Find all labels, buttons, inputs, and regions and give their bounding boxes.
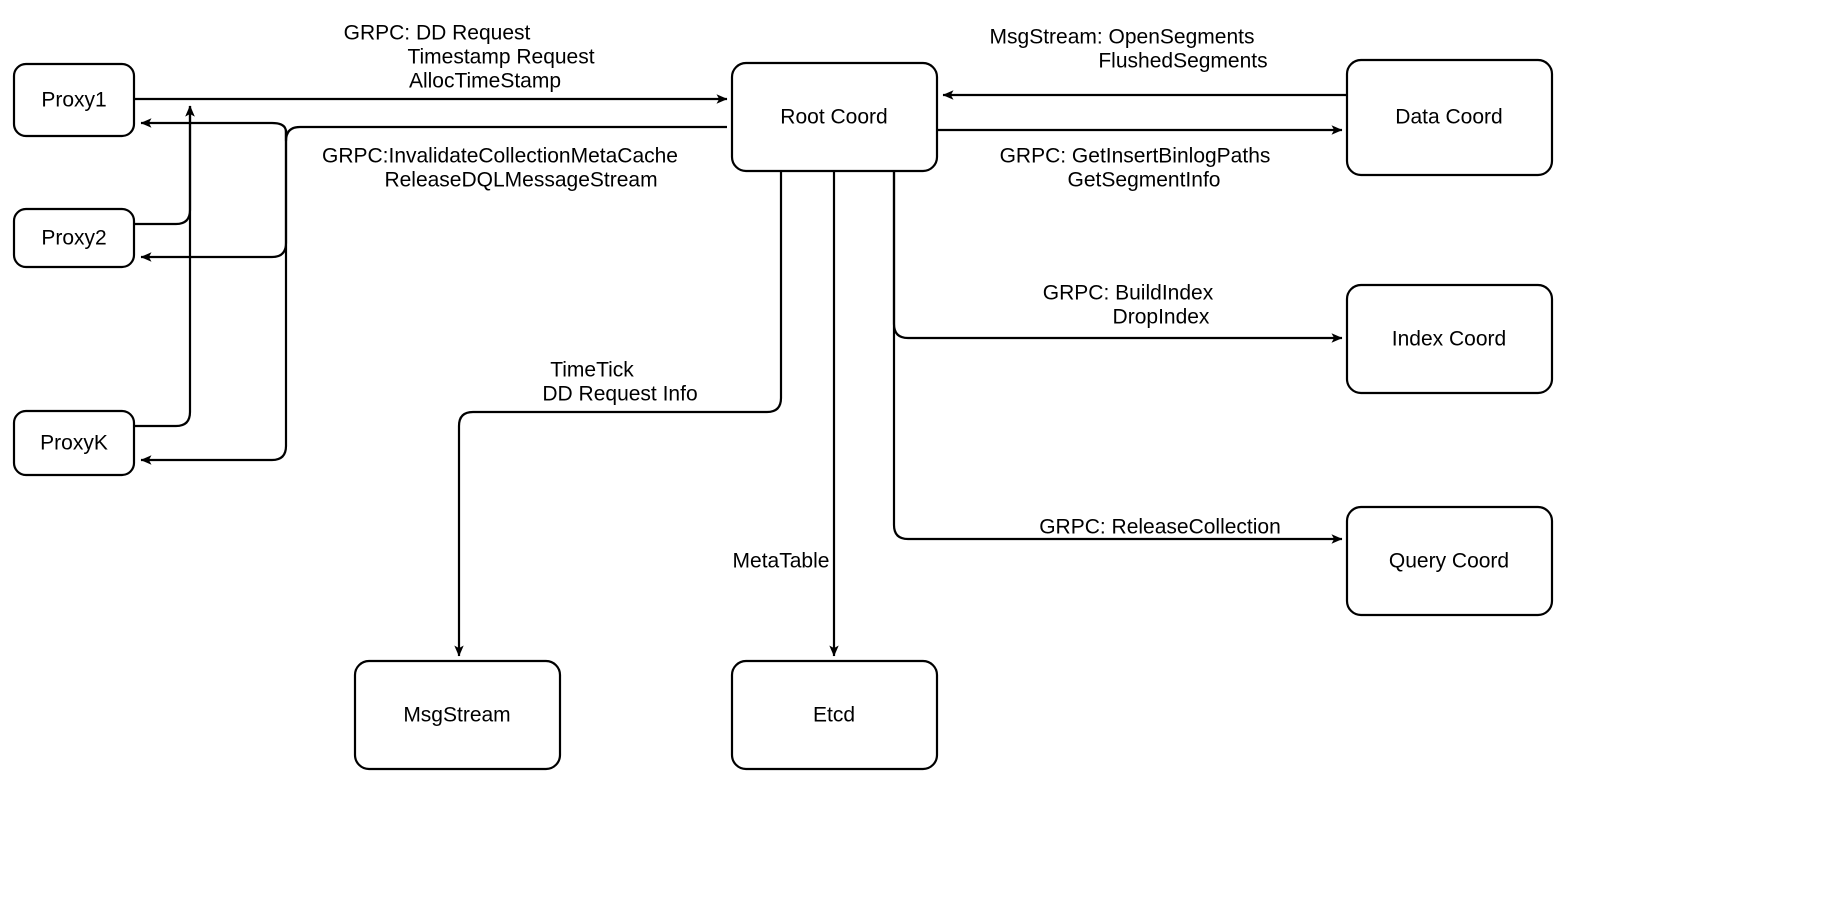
edge-rootcoord-to-proxy2 xyxy=(140,130,288,262)
edge-label-root-to-data: GRPC: GetInsertBinlogPaths GetSegmentInf… xyxy=(1000,145,1271,192)
edge-label-data-to-root-line-2: FlushedSegments xyxy=(1098,50,1267,73)
node-querycoord[interactable]: Query Coord xyxy=(1345,505,1554,617)
node-querycoord-rect[interactable] xyxy=(1345,505,1554,617)
edge-label-proxy-to-root-line-3: AllocTimeStamp xyxy=(409,70,561,93)
edge-label-root-to-etcd: MetaTable xyxy=(733,550,830,573)
node-msgstream-rect[interactable] xyxy=(353,659,562,771)
node-layer: Proxy1 Proxy2 ProxyK Root Coord Data Coo… xyxy=(12,58,1554,771)
edge-label-root-to-etcd-line-1: MetaTable xyxy=(733,550,830,573)
node-indexcoord[interactable]: Index Coord xyxy=(1345,283,1554,395)
node-datacoord-label: Data Coord xyxy=(1395,106,1502,129)
edge-label-root-to-proxy-line-1: GRPC:InvalidateCollectionMetaCache xyxy=(322,145,678,168)
edge-label-root-to-query: GRPC: ReleaseCollection xyxy=(1039,516,1281,539)
node-proxyk-label: ProxyK xyxy=(40,432,108,455)
edge-label-root-to-msg: TimeTick DD Request Info xyxy=(542,359,697,406)
edge-label-proxy-to-root-line-2: Timestamp Request xyxy=(407,46,594,69)
edge-label-data-to-root-line-1: MsgStream: OpenSegments xyxy=(990,26,1255,49)
node-etcd-label: Etcd xyxy=(813,704,855,727)
edge-layer xyxy=(134,90,1347,657)
node-querycoord-label: Query Coord xyxy=(1389,550,1509,573)
edge-label-root-to-index: GRPC: BuildIndex DropIndex xyxy=(1043,282,1214,329)
edge-label-layer: GRPC: DD Request Timestamp Request Alloc… xyxy=(322,22,1281,573)
edge-label-root-to-data-line-2: GetSegmentInfo xyxy=(1068,169,1221,192)
node-datacoord-rect[interactable] xyxy=(1345,58,1554,177)
edge-rootcoord-to-proxy1 xyxy=(140,118,727,143)
edge-label-root-to-query-line-1: GRPC: ReleaseCollection xyxy=(1039,516,1281,539)
edge-label-root-to-proxy-line-2: ReleaseDQLMessageStream xyxy=(384,169,657,192)
node-msgstream-label: MsgStream xyxy=(403,704,510,727)
node-msgstream[interactable]: MsgStream xyxy=(353,659,562,771)
node-etcd-rect[interactable] xyxy=(730,659,939,771)
node-rootcoord[interactable]: Root Coord xyxy=(730,61,939,173)
edge-label-root-to-msg-line-2: DD Request Info xyxy=(542,383,697,406)
node-etcd[interactable]: Etcd xyxy=(730,659,939,771)
node-proxy1-rect[interactable] xyxy=(12,62,136,138)
edge-label-root-to-proxy: GRPC:InvalidateCollectionMetaCache Relea… xyxy=(322,145,678,192)
edge-label-data-to-root: MsgStream: OpenSegments FlushedSegments xyxy=(990,26,1268,73)
edge-rootcoord-to-msgstream xyxy=(454,171,783,657)
node-datacoord[interactable]: Data Coord xyxy=(1345,58,1554,177)
edge-label-root-to-data-line-1: GRPC: GetInsertBinlogPaths xyxy=(1000,145,1271,168)
node-proxy2[interactable]: Proxy2 xyxy=(12,207,136,269)
node-proxy1[interactable]: Proxy1 xyxy=(12,62,136,138)
node-indexcoord-rect[interactable] xyxy=(1345,283,1554,395)
edge-label-root-to-msg-line-1: TimeTick xyxy=(550,359,634,382)
edge-label-root-to-index-line-2: DropIndex xyxy=(1113,306,1210,329)
node-proxyk[interactable]: ProxyK xyxy=(12,409,136,477)
node-indexcoord-label: Index Coord xyxy=(1392,328,1506,351)
node-rootcoord-label: Root Coord xyxy=(780,106,887,129)
edge-proxyk-to-rootcoord xyxy=(134,105,195,428)
edge-label-root-to-index-line-1: GRPC: BuildIndex xyxy=(1043,282,1214,305)
node-rootcoord-rect[interactable] xyxy=(730,61,939,173)
edge-rootcoord-to-proxyk xyxy=(140,130,288,465)
node-proxy2-rect[interactable] xyxy=(12,207,136,269)
edge-label-proxy-to-root-line-1: GRPC: DD Request xyxy=(344,22,531,45)
edge-rootcoord-to-querycoord xyxy=(892,171,1343,544)
node-proxyk-rect[interactable] xyxy=(12,409,136,477)
edge-label-proxy-to-root: GRPC: DD Request Timestamp Request Alloc… xyxy=(344,22,595,93)
node-proxy1-label: Proxy1 xyxy=(41,89,106,112)
node-proxy2-label: Proxy2 xyxy=(41,227,106,250)
